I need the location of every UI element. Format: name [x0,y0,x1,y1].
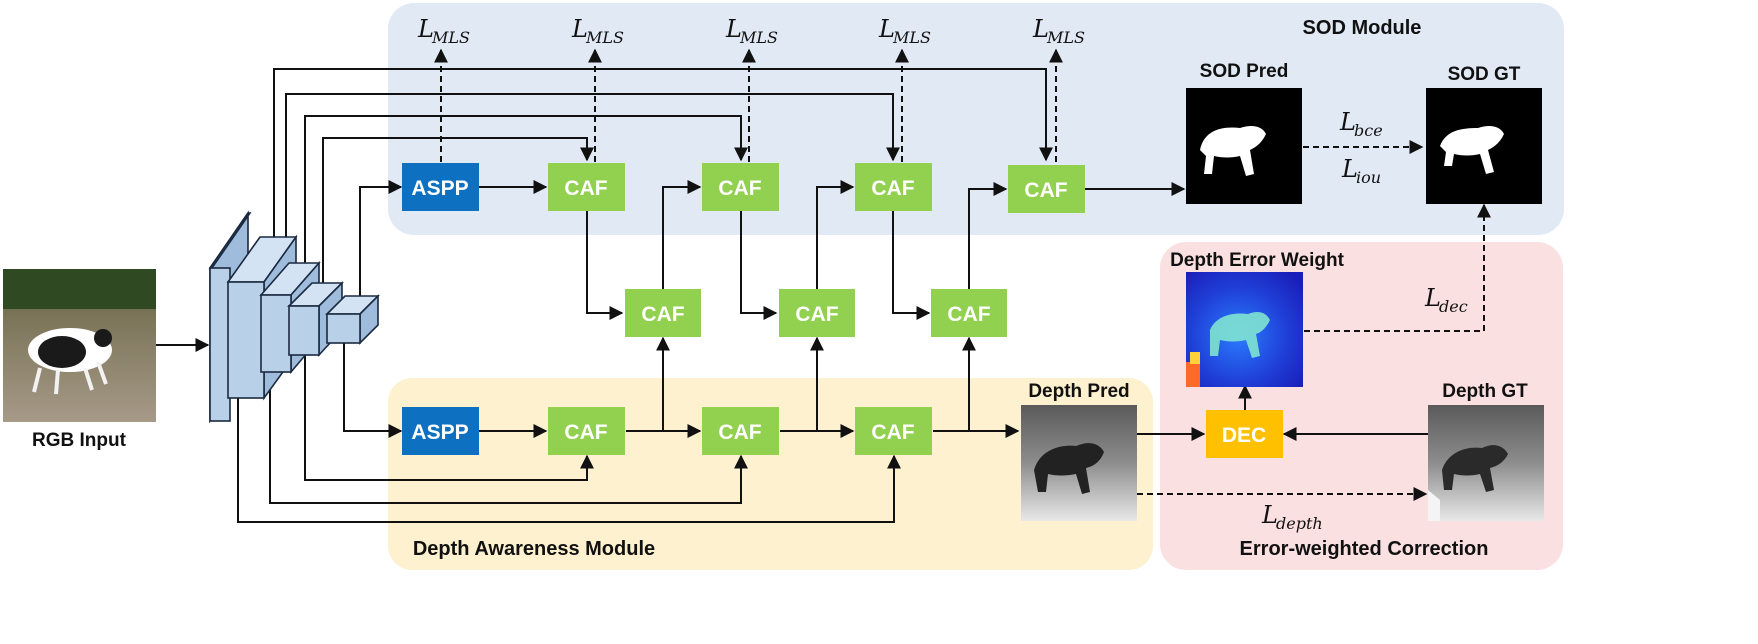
svg-text:ASPP: ASPP [411,421,468,444]
svg-text:CAF: CAF [718,421,761,444]
sod-pred-label: SOD Pred [1200,61,1289,82]
aspp-block-sod: ASPP [402,163,479,211]
caf-block-mid-1: CAF [625,289,701,337]
svg-text:L: L [878,15,895,43]
encoder-stage-5 [325,294,380,345]
svg-text:CAF: CAF [871,421,914,444]
svg-text:dec: dec [1439,297,1468,316]
sod-gt-image [1426,88,1542,204]
svg-text:DEC: DEC [1222,424,1266,447]
svg-text:L: L [1424,284,1441,312]
depth-gt-label: Depth GT [1442,381,1528,402]
svg-text:L: L [1339,108,1356,136]
rgb-input-image [3,269,156,422]
dec-block: DEC [1206,410,1283,458]
svg-text:MLS: MLS [585,28,624,47]
svg-text:CAF: CAF [564,421,607,444]
svg-text:L: L [571,15,588,43]
sod-pred-image [1186,88,1302,204]
aspp-block-depth: ASPP [402,407,479,455]
caf-block-depth-3: CAF [855,407,932,455]
svg-text:CAF: CAF [795,303,838,326]
caf-block-mid-2: CAF [779,289,855,337]
svg-text:MLS: MLS [892,28,931,47]
caf-block-sod-1: CAF [548,163,625,211]
depth-gt-image [1428,405,1544,521]
svg-text:iou: iou [1356,168,1381,187]
svg-text:L: L [1032,15,1049,43]
svg-text:bce: bce [1354,121,1383,140]
svg-text:depth: depth [1276,514,1323,533]
svg-text:L: L [725,15,742,43]
svg-text:L: L [1341,155,1358,183]
depth-pred-label: Depth Pred [1028,381,1129,402]
sod-module-label: SOD Module [1303,17,1422,39]
svg-text:MLS: MLS [739,28,778,47]
error-module-label: Error-weighted Correction [1240,538,1489,560]
svg-text:L: L [417,15,434,43]
depth-error-weight-label: Depth Error Weight [1170,250,1344,271]
svg-text:CAF: CAF [641,303,684,326]
svg-text:L: L [1261,501,1278,529]
svg-text:CAF: CAF [718,177,761,200]
svg-text:MLS: MLS [431,28,470,47]
depth-pred-image [1021,405,1137,521]
caf-block-mid-3: CAF [931,289,1007,337]
caf-block-sod-3: CAF [855,163,932,211]
svg-text:ASPP: ASPP [411,177,468,200]
caf-block-sod-2: CAF [702,163,779,211]
depth-error-weight-image [1186,272,1303,387]
svg-text:CAF: CAF [564,177,607,200]
svg-text:MLS: MLS [1046,28,1085,47]
rgb-input-label: RGB Input [32,430,127,451]
sod-gt-label: SOD GT [1448,64,1521,85]
caf-block-depth-1: CAF [548,407,625,455]
depth-module-label: Depth Awareness Module [413,538,655,560]
caf-block-sod-4: CAF [1008,165,1085,213]
encoder-backbone [208,210,380,424]
svg-text:CAF: CAF [1024,179,1067,202]
svg-text:CAF: CAF [947,303,990,326]
caf-block-depth-2: CAF [702,407,779,455]
svg-text:CAF: CAF [871,177,914,200]
